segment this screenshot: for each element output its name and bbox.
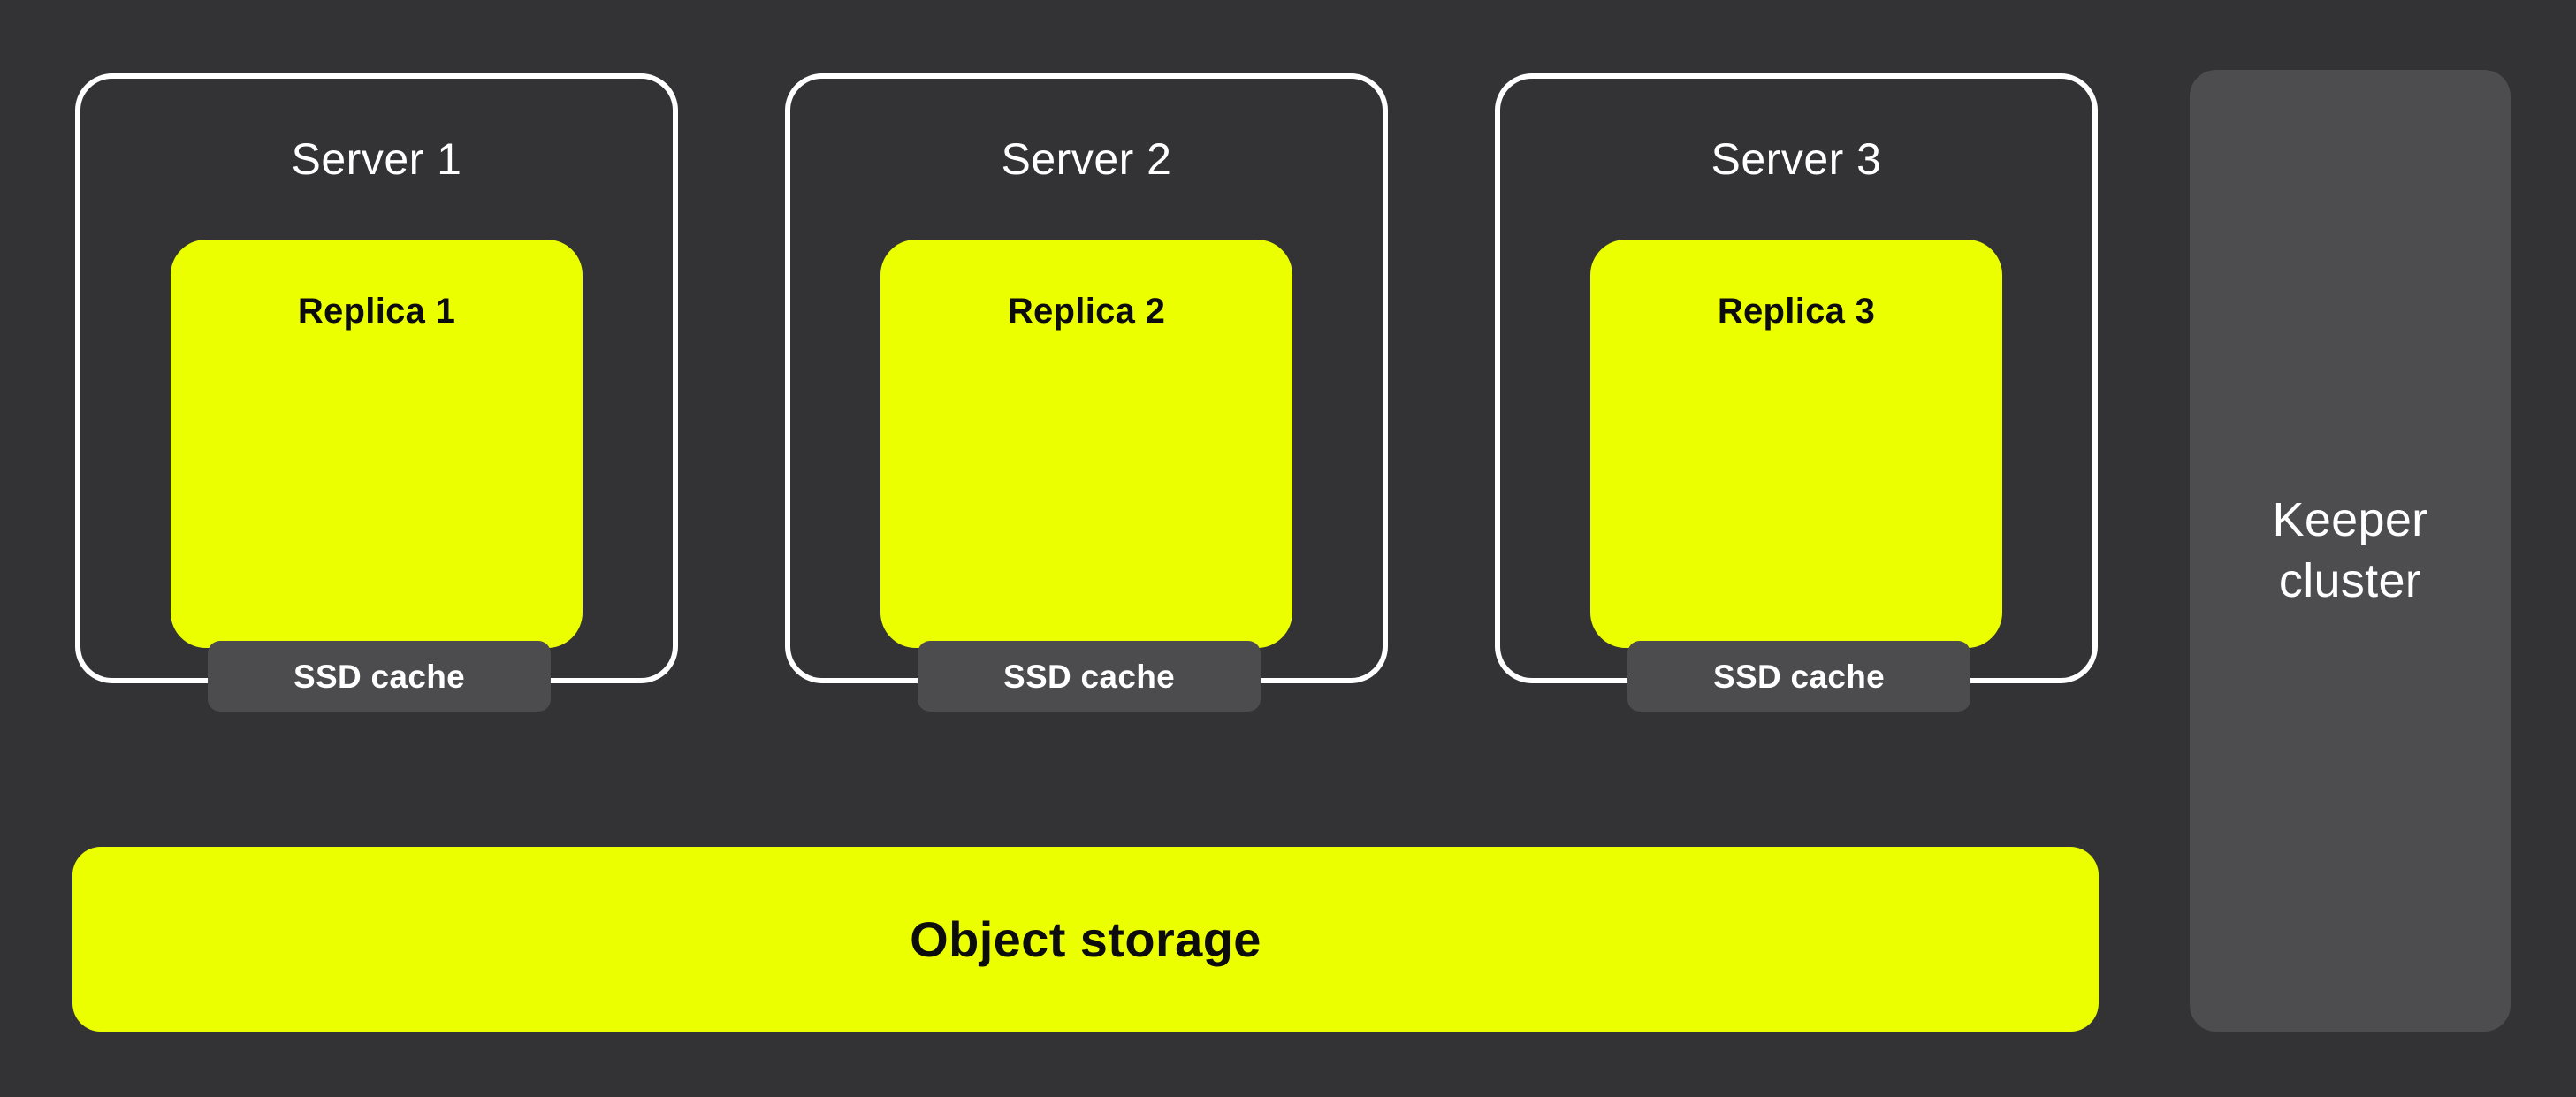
- object-storage-bar: Object storage: [72, 847, 2099, 1032]
- replica-1-box: Replica 1: [171, 240, 583, 648]
- ssd-cache-2-label: SSD cache: [1003, 658, 1175, 695]
- replica-2-box: Replica 2: [880, 240, 1292, 648]
- server-3-group: Server 3 Replica 3 SSD cache: [1495, 73, 2098, 719]
- ssd-cache-1-label: SSD cache: [293, 658, 465, 695]
- ssd-cache-3-label: SSD cache: [1713, 658, 1885, 695]
- replica-3-box: Replica 3: [1590, 240, 2002, 648]
- server-2-label: Server 2: [1001, 134, 1172, 184]
- ssd-cache-3-box: SSD cache: [1627, 641, 1970, 712]
- ssd-cache-2-box: SSD cache: [918, 641, 1261, 712]
- server-2-group: Server 2 Replica 2 SSD cache: [785, 73, 1388, 719]
- keeper-cluster-label: Keeper cluster: [2272, 493, 2428, 607]
- object-storage-label: Object storage: [910, 910, 1261, 967]
- ssd-cache-1-box: SSD cache: [208, 641, 551, 712]
- replica-2-label: Replica 2: [1007, 292, 1166, 331]
- replica-3-label: Replica 3: [1717, 292, 1876, 331]
- replica-1-label: Replica 1: [297, 292, 456, 331]
- server-3-label: Server 3: [1711, 134, 1882, 184]
- server-1-group: Server 1 Replica 1 SSD cache: [75, 73, 678, 719]
- keeper-cluster-box: Keeper cluster: [2190, 70, 2511, 1032]
- server-1-label: Server 1: [291, 134, 462, 184]
